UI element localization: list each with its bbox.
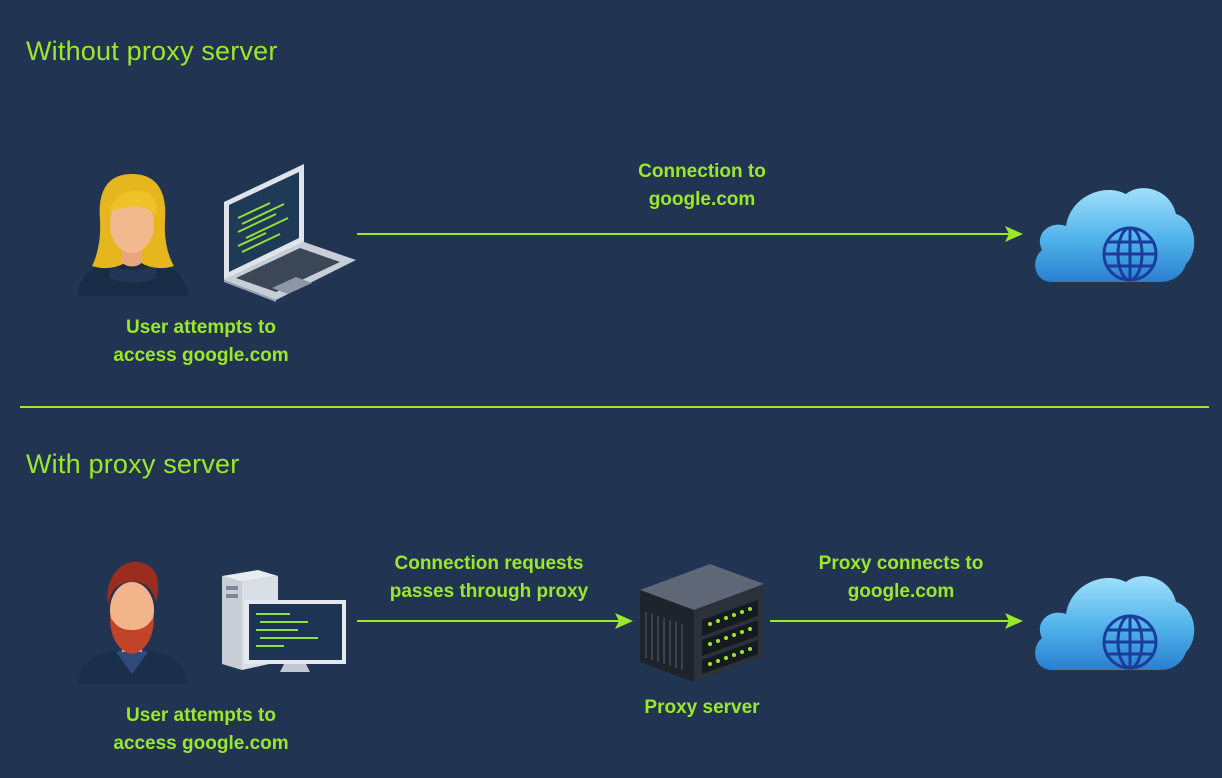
proxy-connect-label: Proxy connects to google.com <box>786 550 1016 606</box>
request-label: Connection requests passes through proxy <box>364 550 614 606</box>
request-label-line-1: Connection requests <box>394 553 584 574</box>
request-label-line-2: passes through proxy <box>389 581 589 602</box>
woman-user-icon <box>70 168 195 296</box>
proxy-connect-arrow <box>770 611 1025 631</box>
cloud-internet-icon <box>1030 180 1198 284</box>
section-divider <box>20 406 1209 408</box>
section-title-with-proxy: With proxy server <box>26 449 240 479</box>
user-label: User attempts to access google.com <box>86 314 316 370</box>
bearded-man-user-icon <box>70 556 195 684</box>
proxy-connect-label-line-2: google.com <box>847 581 955 602</box>
user-label-line-1: User attempts to <box>126 317 276 338</box>
proxy-connect-label-line-1: Proxy connects to <box>818 553 984 574</box>
user-label: User attempts to access google.com <box>86 702 316 758</box>
connection-label-line-2: google.com <box>648 189 756 210</box>
section-title-without-proxy: Without proxy server <box>26 36 278 66</box>
laptop-icon <box>218 162 358 302</box>
request-arrow <box>357 611 635 631</box>
proxy-server-label: Proxy server <box>644 697 760 718</box>
connection-label-line-1: Connection to <box>638 161 766 182</box>
cloud-internet-icon <box>1030 568 1198 672</box>
desktop-computer-icon <box>218 566 348 676</box>
proxy-server-icon <box>636 560 766 684</box>
connection-label: Connection to google.com <box>602 158 802 214</box>
connection-arrow <box>357 224 1025 244</box>
user-label-line-1: User attempts to <box>126 705 276 726</box>
user-label-line-2: access google.com <box>113 345 289 366</box>
user-label-line-2: access google.com <box>113 733 289 754</box>
